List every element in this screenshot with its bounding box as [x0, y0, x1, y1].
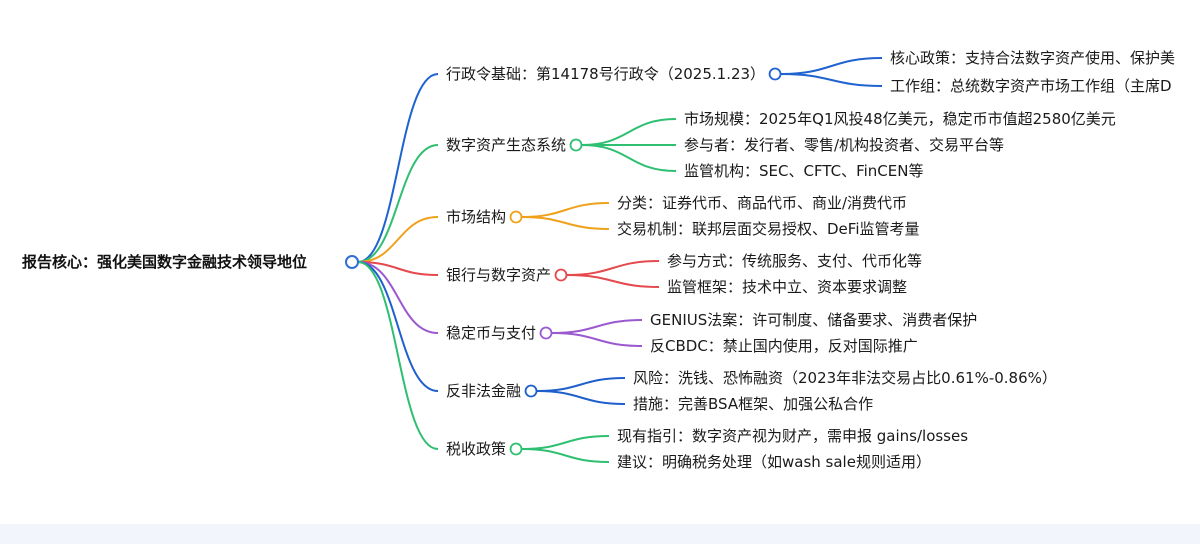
leaf-node-label[interactable]: 市场规模：2025年Q1风投48亿美元，稳定币市值超2580亿美元 — [684, 110, 1116, 128]
leaf-node-label[interactable]: 分类：证券代币、商品代币、商业/消费代币 — [617, 194, 907, 212]
leaf-connector — [781, 57, 883, 75]
leaf-connector — [522, 435, 610, 450]
branch-collapse-toggle[interactable] — [768, 67, 782, 81]
branch-collapse-toggle[interactable] — [509, 442, 523, 456]
branch-connector — [357, 261, 439, 276]
mindmap-edges — [357, 57, 883, 463]
root-node-label[interactable]: 报告核心：强化美国数字金融技术领导地位 — [22, 253, 307, 271]
leaf-connector — [552, 332, 643, 347]
leaf-node-label[interactable]: 工作组：总统数字资产市场工作组（主席D — [890, 77, 1172, 95]
branch-collapse-toggle[interactable] — [539, 326, 553, 340]
branch-connector — [357, 73, 439, 263]
branch-connector — [357, 144, 439, 263]
leaf-node-label[interactable]: 现有指引：数字资产视为财产，需申报 gains/losses — [617, 427, 968, 445]
leaf-node-label[interactable]: 措施：完善BSA框架、加强公私合作 — [633, 395, 873, 413]
leaf-node-label[interactable]: GENIUS法案：许可制度、储备要求、消费者保护 — [650, 311, 977, 329]
leaf-connector — [781, 73, 883, 87]
branch-node-label[interactable]: 数字资产生态系统 — [446, 136, 566, 154]
leaf-node-label[interactable]: 参与方式：传统服务、支付、代币化等 — [667, 252, 922, 270]
branch-node-label[interactable]: 反非法金融 — [446, 382, 521, 400]
branch-node-label[interactable]: 市场结构 — [446, 208, 506, 226]
footer-bar — [0, 524, 1200, 544]
branch-node-label[interactable]: 行政令基础：第14178号行政令（2025.1.23） — [446, 65, 765, 83]
root-collapse-toggle[interactable] — [345, 255, 359, 269]
leaf-connector — [537, 390, 626, 405]
branch-node-label[interactable]: 银行与数字资产 — [446, 266, 551, 284]
branch-collapse-toggle[interactable] — [509, 210, 523, 224]
leaf-connector — [567, 274, 660, 288]
leaf-node-label[interactable]: 参与者：发行者、零售/机构投资者、交易平台等 — [684, 136, 1004, 154]
leaf-connector — [582, 118, 677, 146]
leaf-node-label[interactable]: 监管框架：技术中立、资本要求调整 — [667, 278, 907, 296]
leaf-node-label[interactable]: 交易机制：联邦层面交易授权、DeFi监管考量 — [617, 220, 920, 238]
leaf-connector — [522, 202, 610, 218]
leaf-connector — [537, 377, 626, 392]
leaf-connector — [522, 448, 610, 463]
branch-node-label[interactable]: 税收政策 — [446, 440, 506, 458]
branch-connector — [357, 261, 439, 334]
leaf-connector — [522, 216, 610, 230]
leaf-node-label[interactable]: 核心政策：支持合法数字资产使用、保护美 — [890, 49, 1175, 67]
mindmap-canvas: 报告核心：强化美国数字金融技术领导地位 行政令基础：第14178号行政令（2025… — [22, 49, 1175, 471]
leaf-connector — [567, 260, 660, 276]
leaf-connector — [582, 144, 677, 172]
leaf-node-label[interactable]: 反CBDC：禁止国内使用，反对国际推广 — [650, 337, 918, 355]
branch-node-label[interactable]: 稳定币与支付 — [446, 324, 536, 342]
branch-connector — [357, 261, 439, 450]
branch-connector — [357, 216, 439, 263]
leaf-connector — [552, 319, 643, 334]
branch-connector — [357, 261, 439, 392]
leaf-node-label[interactable]: 监管机构：SEC、CFTC、FinCEN等 — [684, 162, 923, 180]
mindmap-nodes: 报告核心：强化美国数字金融技术领导地位 行政令基础：第14178号行政令（2025… — [22, 49, 1175, 471]
leaf-node-label[interactable]: 风险：洗钱、恐怖融资（2023年非法交易占比0.61%-0.86%） — [633, 369, 1057, 387]
branch-collapse-toggle[interactable] — [569, 138, 583, 152]
branch-collapse-toggle[interactable] — [554, 268, 568, 282]
leaf-node-label[interactable]: 建议：明确税务处理（如wash sale规则适用） — [617, 453, 931, 471]
branch-collapse-toggle[interactable] — [524, 384, 538, 398]
